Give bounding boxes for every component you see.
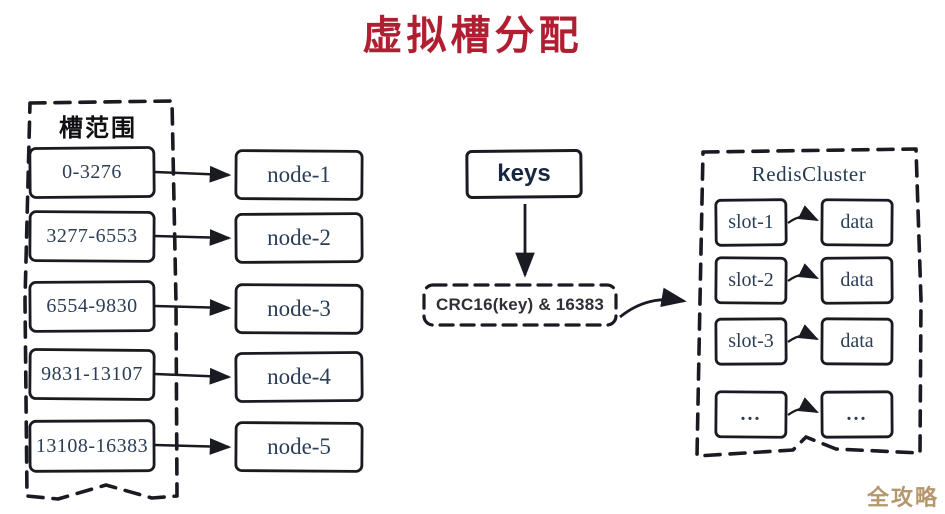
- node-box-4: [234, 351, 364, 403]
- watermark-text: 全攻略: [866, 485, 939, 510]
- cluster-slot-label-1: slot-1: [728, 211, 774, 233]
- arrow-range3-to-node3: [154, 299, 232, 316]
- slot-range-box-1: [28, 146, 156, 199]
- page-title: 虚拟槽分配: [362, 14, 583, 58]
- node-box-5: [234, 421, 364, 473]
- cluster-data-label-1: data: [840, 211, 874, 233]
- cluster-data-box-1: [820, 198, 894, 247]
- crc16-box-border: [422, 283, 618, 327]
- redis-cluster-container-border: [695, 147, 923, 458]
- cluster-slot-label-2: slot-2: [728, 269, 774, 291]
- crc16-formula-label: CRC16(key) & 16383: [435, 295, 605, 314]
- cluster-slot-box-1: [714, 198, 788, 247]
- arrow-slot2-to-data2: [787, 263, 819, 282]
- keys-label: keys: [497, 160, 551, 187]
- slot-range-label-5: 13108-16383: [35, 434, 149, 457]
- cluster-data-label-2: data: [840, 269, 874, 291]
- cluster-slot-box-4: [714, 390, 788, 439]
- slot-range-box-3: [28, 280, 156, 333]
- arrow-range4-to-node4: [154, 367, 232, 385]
- slot-range-box-4: [28, 348, 156, 401]
- node-label-2: node-2: [267, 225, 331, 250]
- keys-box: [465, 149, 583, 199]
- cluster-data-box-3: [820, 317, 894, 366]
- slot-range-container-border: [23, 99, 179, 501]
- node-box-1: [234, 149, 364, 201]
- arrow-slot4-to-data4: [787, 397, 819, 416]
- cluster-data-label-4: ...: [846, 403, 868, 425]
- arrow-range5-to-node5: [154, 438, 232, 455]
- node-label-1: node-1: [267, 162, 331, 187]
- cluster-slot-label-4: ...: [740, 403, 762, 425]
- node-label-5: node-5: [267, 434, 331, 459]
- arrow-crc16-to-cluster: [619, 287, 687, 319]
- arrow-slot1-to-data1: [787, 205, 819, 224]
- node-box-3: [234, 283, 364, 335]
- cluster-slot-box-3: [714, 317, 788, 366]
- slot-range-box-2: [28, 210, 156, 263]
- cluster-data-box-2: [820, 256, 894, 305]
- cluster-data-box-4: [820, 390, 894, 439]
- redis-cluster-title: RedisCluster: [751, 161, 867, 186]
- arrow-range2-to-node2: [154, 229, 232, 246]
- cluster-slot-label-3: slot-3: [728, 330, 774, 352]
- slot-range-group-label: 槽范围: [59, 114, 137, 142]
- node-label-3: node-3: [267, 296, 331, 321]
- node-box-2: [234, 212, 364, 264]
- node-label-4: node-4: [267, 364, 331, 389]
- arrow-slot3-to-data3: [787, 324, 819, 343]
- slot-range-label-1: 0-3276: [62, 161, 122, 183]
- cluster-data-label-3: data: [840, 330, 874, 352]
- slot-range-label-4: 9831-13107: [41, 363, 143, 385]
- slot-range-label-3: 6554-9830: [46, 295, 138, 317]
- arrow-range1-to-node1: [154, 165, 232, 183]
- cluster-slot-box-2: [714, 256, 788, 305]
- slot-range-label-2: 3277-6553: [46, 225, 138, 247]
- slot-range-box-5: [28, 419, 156, 473]
